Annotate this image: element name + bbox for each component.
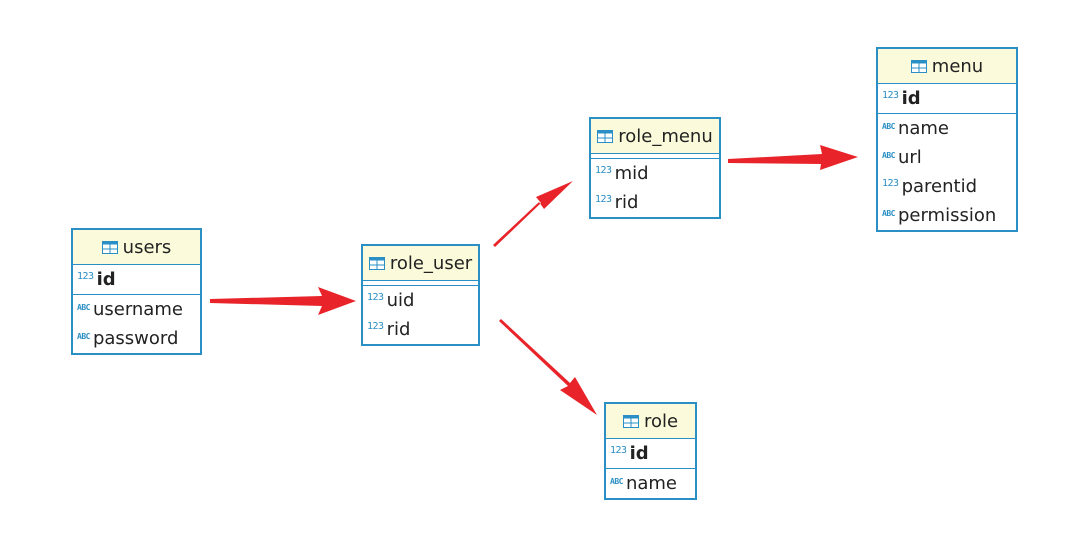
primary-key-section: 123 id bbox=[606, 439, 695, 469]
table-icon bbox=[910, 59, 927, 73]
column-row[interactable]: 123 parentid bbox=[878, 172, 1016, 201]
text-type-icon: ABC bbox=[610, 476, 623, 486]
table-icon bbox=[622, 414, 639, 428]
column-name: parentid bbox=[901, 176, 977, 197]
entity-role[interactable]: role 123 id ABC name bbox=[604, 402, 697, 500]
column-row[interactable]: ABC url bbox=[878, 143, 1016, 172]
table-icon bbox=[101, 240, 118, 254]
column-name: permission bbox=[897, 205, 997, 226]
entity-users[interactable]: users 123 id ABC username ABC password bbox=[71, 228, 202, 355]
numeric-type-icon: 123 bbox=[77, 270, 94, 282]
column-row[interactable]: ABC password bbox=[73, 324, 200, 353]
columns-section: ABC name bbox=[606, 469, 695, 498]
entity-title: menu bbox=[931, 55, 984, 77]
column-row[interactable]: ABC permission bbox=[878, 201, 1016, 230]
column-name: id bbox=[629, 443, 649, 464]
arrow-role-menu-to-menu bbox=[728, 145, 858, 170]
column-row[interactable]: 123 mid bbox=[591, 159, 719, 188]
primary-key-section: 123 id bbox=[878, 84, 1016, 114]
entity-title: role_user bbox=[389, 252, 473, 274]
numeric-type-icon: 123 bbox=[367, 291, 384, 303]
column-name: name bbox=[897, 118, 949, 139]
entity-title: role_menu bbox=[618, 125, 713, 147]
entity-role-menu[interactable]: role_menu 123 mid 123 rid bbox=[589, 117, 721, 219]
table-icon bbox=[368, 256, 385, 270]
column-name: name bbox=[625, 473, 677, 494]
column-name: rid bbox=[386, 319, 411, 340]
column-row[interactable]: 123 id bbox=[73, 265, 200, 294]
columns-section: 123 mid 123 rid bbox=[591, 159, 719, 217]
column-name: password bbox=[92, 328, 179, 349]
numeric-type-icon: 123 bbox=[610, 444, 627, 456]
text-type-icon: ABC bbox=[882, 121, 895, 131]
entity-title: users bbox=[122, 236, 172, 258]
column-name: url bbox=[897, 147, 922, 168]
column-name: id bbox=[96, 269, 116, 290]
column-row[interactable]: 123 id bbox=[878, 84, 1016, 113]
entity-header: users bbox=[73, 230, 200, 265]
column-name: rid bbox=[614, 192, 639, 213]
entity-menu[interactable]: menu 123 id ABC name ABC url 123 parenti… bbox=[876, 47, 1018, 232]
text-type-icon: ABC bbox=[882, 150, 895, 160]
column-row[interactable]: 123 rid bbox=[591, 188, 719, 217]
column-name: id bbox=[901, 88, 921, 109]
arrow-users-to-role-user bbox=[210, 287, 356, 315]
text-type-icon: ABC bbox=[77, 331, 90, 341]
column-row[interactable]: ABC username bbox=[73, 295, 200, 324]
entity-role-user[interactable]: role_user 123 uid 123 rid bbox=[361, 244, 480, 346]
entity-title: role bbox=[643, 410, 679, 432]
text-type-icon: ABC bbox=[882, 208, 895, 218]
columns-section: ABC name ABC url 123 parentid ABC permis… bbox=[878, 114, 1016, 230]
column-row[interactable]: 123 rid bbox=[363, 315, 478, 344]
numeric-type-icon: 123 bbox=[882, 177, 899, 189]
numeric-type-icon: 123 bbox=[367, 320, 384, 332]
columns-section: ABC username ABC password bbox=[73, 295, 200, 353]
entity-header: role_user bbox=[363, 246, 478, 281]
arrow-role-user-to-role-menu bbox=[493, 181, 573, 247]
column-row[interactable]: ABC name bbox=[606, 469, 695, 498]
numeric-type-icon: 123 bbox=[595, 164, 612, 176]
entity-header: menu bbox=[878, 49, 1016, 84]
table-icon bbox=[597, 129, 614, 143]
column-name: mid bbox=[614, 163, 649, 184]
empty-pk-divider bbox=[591, 154, 719, 159]
arrow-role-user-to-role bbox=[499, 319, 597, 415]
columns-section: 123 uid 123 rid bbox=[363, 286, 478, 344]
numeric-type-icon: 123 bbox=[595, 193, 612, 205]
text-type-icon: ABC bbox=[77, 302, 90, 312]
primary-key-section: 123 id bbox=[73, 265, 200, 295]
column-name: username bbox=[92, 299, 183, 320]
empty-pk-divider bbox=[363, 281, 478, 286]
column-row[interactable]: 123 id bbox=[606, 439, 695, 468]
entity-header: role bbox=[606, 404, 695, 439]
column-row[interactable]: ABC name bbox=[878, 114, 1016, 143]
column-row[interactable]: 123 uid bbox=[363, 286, 478, 315]
entity-header: role_menu bbox=[591, 119, 719, 154]
numeric-type-icon: 123 bbox=[882, 89, 899, 101]
column-name: uid bbox=[386, 290, 415, 311]
